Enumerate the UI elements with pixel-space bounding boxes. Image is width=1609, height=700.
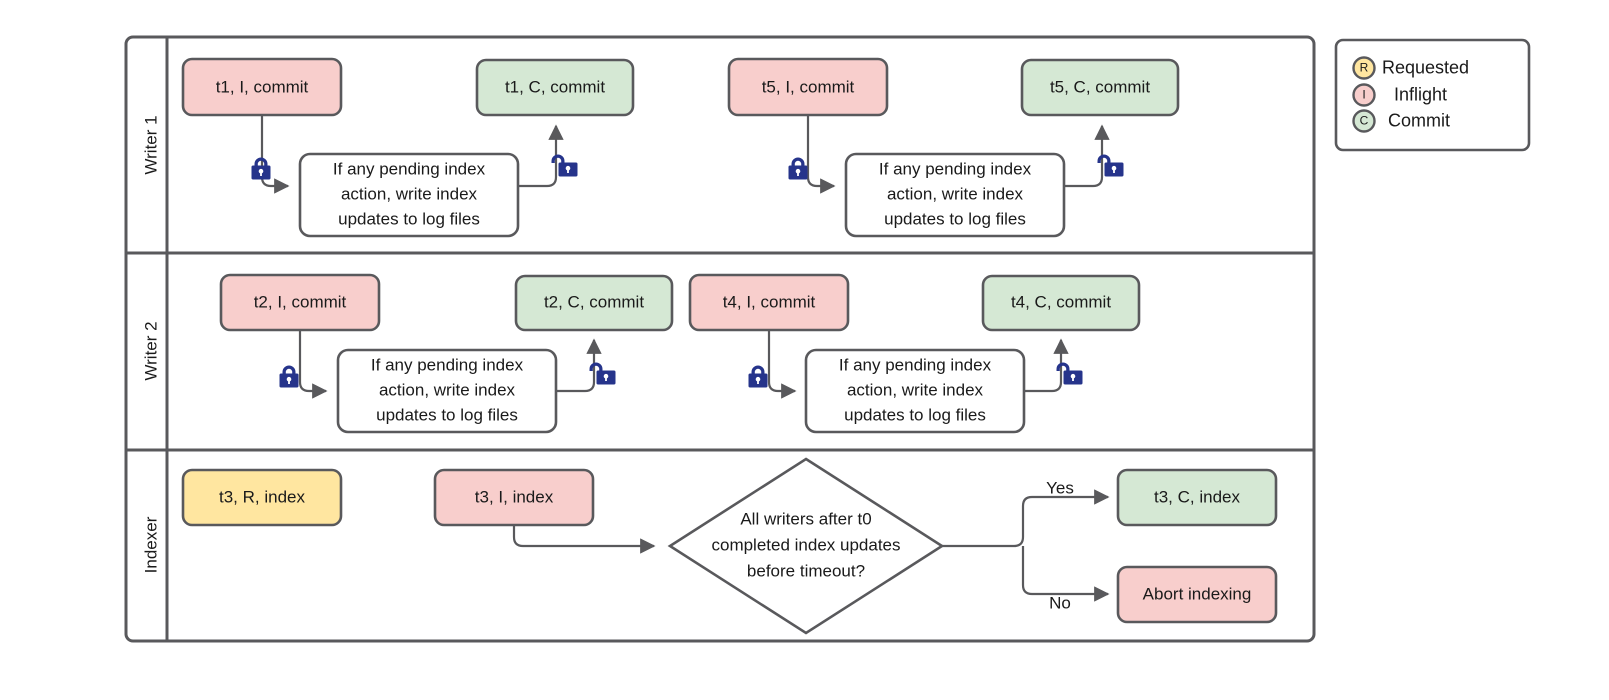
node-t1-inflight[interactable]: t1, I, commit xyxy=(181,57,343,117)
action-line-1: If any pending index xyxy=(371,355,524,374)
lock-open-icon xyxy=(1097,154,1124,177)
edge-decision-no xyxy=(1021,546,1110,602)
action-line-3: updates to log files xyxy=(844,405,986,424)
swimlane-frame xyxy=(124,35,1316,643)
action-line-3: updates to log files xyxy=(376,405,518,424)
action-line-2: action, write index xyxy=(847,380,984,399)
edge-w2-action-b-to-commit xyxy=(1024,338,1069,393)
action-line-3: updates to log files xyxy=(338,209,480,228)
node-label: t3, R, index xyxy=(219,487,305,506)
lock-open-icon xyxy=(589,362,616,385)
legend-label: Requested xyxy=(1382,57,1469,77)
node-t4-commit[interactable]: t4, C, commit xyxy=(981,274,1141,332)
legend-item-inflight: I Inflight xyxy=(1352,83,1447,107)
legend-item-requested: R Requested xyxy=(1352,56,1469,80)
edge-indexer-inflight-to-decision xyxy=(512,524,656,554)
node-w1-action-b[interactable]: If any pending index action, write index… xyxy=(844,152,1066,238)
lane-label-text: Indexer xyxy=(141,516,160,573)
action-line-2: action, write index xyxy=(341,184,478,203)
edge-decision-yes xyxy=(942,489,1110,548)
node-t3-requested[interactable]: t3, R, index xyxy=(181,468,343,527)
node-t3-commit[interactable]: t3, C, index xyxy=(1116,468,1278,527)
lock-open-icon xyxy=(551,154,578,177)
action-line-3: updates to log files xyxy=(884,209,1026,228)
lock-closed-icon xyxy=(279,365,299,388)
node-w2-action-b[interactable]: If any pending index action, write index… xyxy=(804,348,1026,434)
legend-panel: R Requested I Inflight C Commit xyxy=(1334,38,1531,152)
lane-label-writer-2: Writer 2 xyxy=(141,321,160,380)
legend-label: Inflight xyxy=(1394,84,1447,104)
legend-badge-letter: C xyxy=(1360,114,1369,128)
edge-label-text: No xyxy=(1049,593,1071,612)
edge-w1-t5-to-action xyxy=(806,115,836,194)
edge-w2-t4-to-action xyxy=(767,330,797,399)
node-label: t2, C, commit xyxy=(544,292,644,311)
node-label: t4, C, commit xyxy=(1011,292,1111,311)
legend-badge-letter: R xyxy=(1360,61,1369,75)
node-w2-action-a[interactable]: If any pending index action, write index… xyxy=(336,348,558,434)
action-line-1: If any pending index xyxy=(839,355,992,374)
node-t2-commit[interactable]: t2, C, commit xyxy=(514,274,674,332)
node-label: t5, I, commit xyxy=(762,77,855,96)
node-t1-commit[interactable]: t1, C, commit xyxy=(475,58,635,117)
node-label: t2, I, commit xyxy=(254,292,347,311)
decision-line-1: All writers after t0 xyxy=(740,509,871,528)
node-label: t3, C, index xyxy=(1154,487,1240,506)
node-label: t1, I, commit xyxy=(216,77,309,96)
node-label: t4, I, commit xyxy=(723,292,816,311)
decision-line-3: before timeout? xyxy=(747,561,865,580)
edge-label-yes: Yes xyxy=(1046,478,1074,497)
edge-w2-action-to-commit xyxy=(557,338,602,393)
action-line-2: action, write index xyxy=(887,184,1024,203)
edge-w2-t2-to-action xyxy=(298,330,328,399)
lock-closed-icon xyxy=(788,157,808,180)
node-t2-inflight[interactable]: t2, I, commit xyxy=(219,273,381,332)
lane-label-text: Writer 1 xyxy=(141,115,160,174)
action-line-1: If any pending index xyxy=(879,159,1032,178)
legend-label: Commit xyxy=(1388,110,1450,130)
node-label: t5, C, commit xyxy=(1050,77,1150,96)
action-line-2: action, write index xyxy=(379,380,516,399)
lock-open-icon xyxy=(1056,362,1083,385)
node-abort-indexing[interactable]: Abort indexing xyxy=(1116,565,1278,624)
lock-closed-icon xyxy=(748,365,768,388)
action-line-1: If any pending index xyxy=(333,159,486,178)
node-timeout-decision[interactable]: All writers after t0 completed index upd… xyxy=(667,457,945,635)
edge-label-text: Yes xyxy=(1046,478,1074,497)
edge-w1-action-to-commit xyxy=(518,124,564,188)
lane-label-writer-1: Writer 1 xyxy=(141,115,160,174)
decision-line-2: completed index updates xyxy=(711,535,900,554)
edge-label-no: No xyxy=(1049,593,1071,612)
node-label: Abort indexing xyxy=(1143,584,1252,603)
node-t5-commit[interactable]: t5, C, commit xyxy=(1020,58,1180,117)
lane-label-indexer: Indexer xyxy=(141,516,160,573)
node-label: t3, I, index xyxy=(475,487,554,506)
edge-w1-action-b-to-commit xyxy=(1064,124,1110,188)
legend-item-commit: C Commit xyxy=(1352,109,1450,133)
lock-closed-icon xyxy=(251,157,271,180)
lane-label-text: Writer 2 xyxy=(141,321,160,380)
node-t4-inflight[interactable]: t4, I, commit xyxy=(688,273,850,332)
legend-badge-letter: I xyxy=(1362,88,1365,102)
node-t3-inflight[interactable]: t3, I, index xyxy=(433,468,595,527)
node-w1-action-a[interactable]: If any pending index action, write index… xyxy=(298,152,520,238)
node-label: t1, C, commit xyxy=(505,77,605,96)
node-t5-inflight[interactable]: t5, I, commit xyxy=(727,57,889,117)
